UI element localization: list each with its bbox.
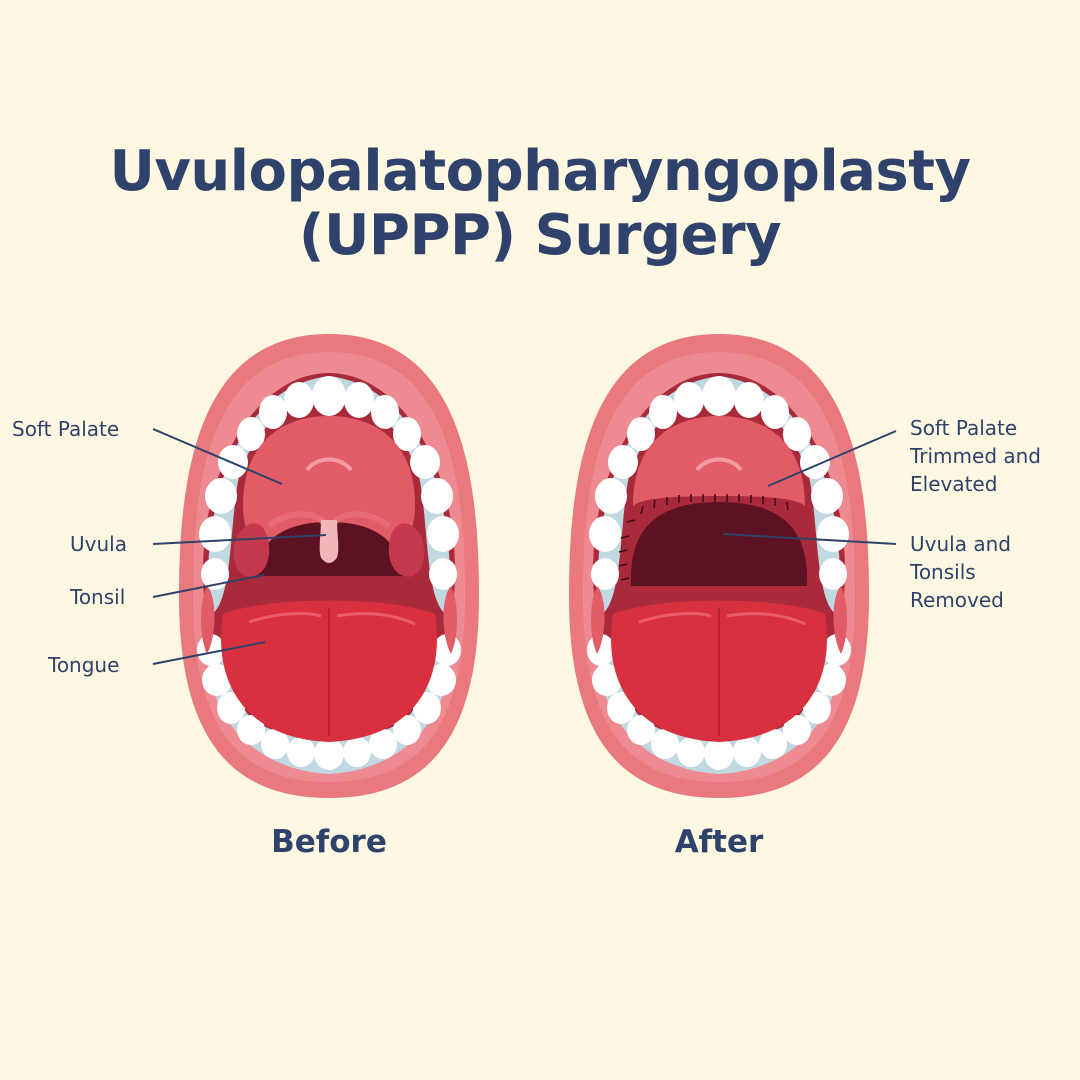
label-soft-palate-trimmed-line-3: Elevated: [910, 472, 998, 496]
label-removed-line-1: Uvula and: [910, 532, 1011, 556]
title-line-1: Uvulopalatopharyngoplasty: [109, 139, 971, 204]
label-soft-palate-trimmed: Soft Palate Trimmed and Elevated: [910, 414, 1041, 498]
before-leader-lines: [152, 428, 327, 665]
label-tongue: Tongue: [48, 653, 120, 677]
label-uvula-tonsils-removed: Uvula and Tonsils Removed: [910, 530, 1011, 614]
page-title: Uvulopalatopharyngoplasty (UPPP) Surgery: [0, 140, 1080, 268]
after-mouth: [569, 334, 869, 798]
label-soft-palate-trimmed-line-1: Soft Palate: [910, 416, 1018, 440]
before-mouth: [179, 334, 479, 798]
label-uvula: Uvula: [70, 532, 127, 556]
label-removed-line-2: Tonsils: [910, 560, 976, 584]
caption-after: After: [674, 824, 764, 860]
label-soft-palate: Soft Palate: [12, 417, 120, 441]
label-soft-palate-trimmed-line-2: Trimmed and: [910, 444, 1042, 468]
label-removed-line-3: Removed: [910, 588, 1004, 612]
title-line-2: (UPPP) Surgery: [298, 203, 782, 268]
label-tonsil: Tonsil: [70, 585, 126, 609]
caption-before: Before: [271, 824, 387, 860]
after-leader-lines: [722, 430, 897, 545]
